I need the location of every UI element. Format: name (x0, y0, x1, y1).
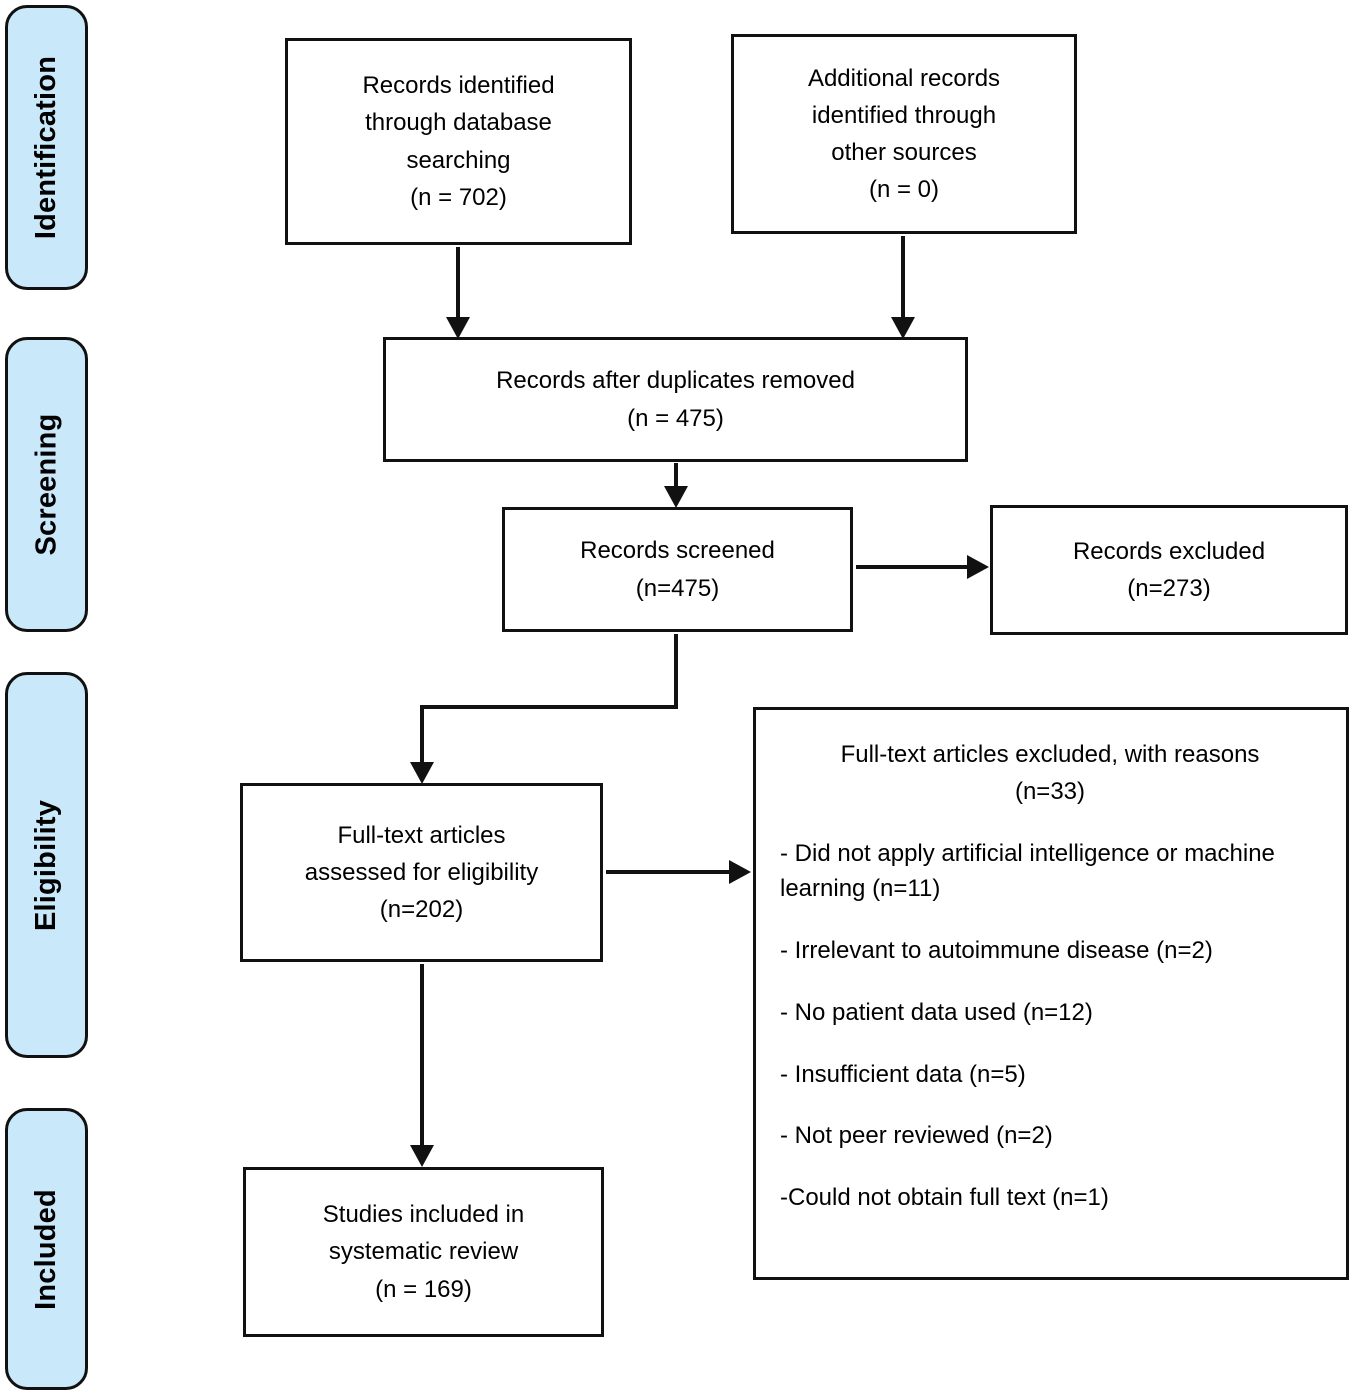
arrow-screened-to-fulltext-elbow (410, 634, 678, 784)
stage-screening-label: Screening (30, 413, 63, 556)
box-records-excluded: Records excluded (n=273) (990, 505, 1348, 635)
stage-screening: Screening (5, 337, 88, 632)
exclusion-reason: - No patient data used (n=12) (780, 998, 1093, 1026)
stage-included-label: Included (30, 1188, 62, 1310)
fulltext-excluded-title: Full-text articles excluded, with reason… (840, 741, 1260, 806)
box-duplicates-removed: Records after duplicates removed (n = 47… (383, 337, 968, 462)
exclusion-reason: - Not peer reviewed (n=2) (780, 1122, 1053, 1150)
arrow-fulltext-to-included (410, 964, 434, 1167)
exclusion-reason: - Insufficient data (n=5) (780, 1060, 1026, 1088)
box-studies-included: Studies included in systematic review (n… (243, 1167, 604, 1337)
box-fulltext-assessed: Full-text articles assessed for eligibil… (240, 783, 603, 962)
box-records-identified: Records identified through database sear… (285, 38, 632, 245)
stage-identification: Identification (5, 5, 88, 290)
exclusion-reason: - Did not apply artificial intelligence … (780, 840, 1275, 903)
box-additional-records: Additional records identified through ot… (731, 34, 1077, 234)
arrow-fulltext-to-excluded-reasons (606, 860, 751, 884)
stage-eligibility-label: Eligibility (30, 799, 63, 931)
box-records-screened: Records screened (n=475) (502, 507, 853, 632)
stage-eligibility: Eligibility (5, 672, 88, 1058)
arrow-db-search-to-duplicates (446, 247, 470, 339)
arrow-screened-to-excluded (856, 555, 989, 579)
box-fulltext-excluded-reasons: Full-text articles excluded, with reason… (753, 707, 1349, 1280)
stage-included: Included (5, 1108, 88, 1390)
stage-identification-label: Identification (30, 55, 62, 240)
arrow-duplicates-to-screened (664, 463, 688, 508)
exclusion-reason: -Could not obtain full text (n=1) (780, 1184, 1109, 1212)
arrow-other-sources-to-duplicates (891, 236, 915, 339)
exclusion-reason: - Irrelevant to autoimmune disease (n=2) (780, 936, 1213, 964)
